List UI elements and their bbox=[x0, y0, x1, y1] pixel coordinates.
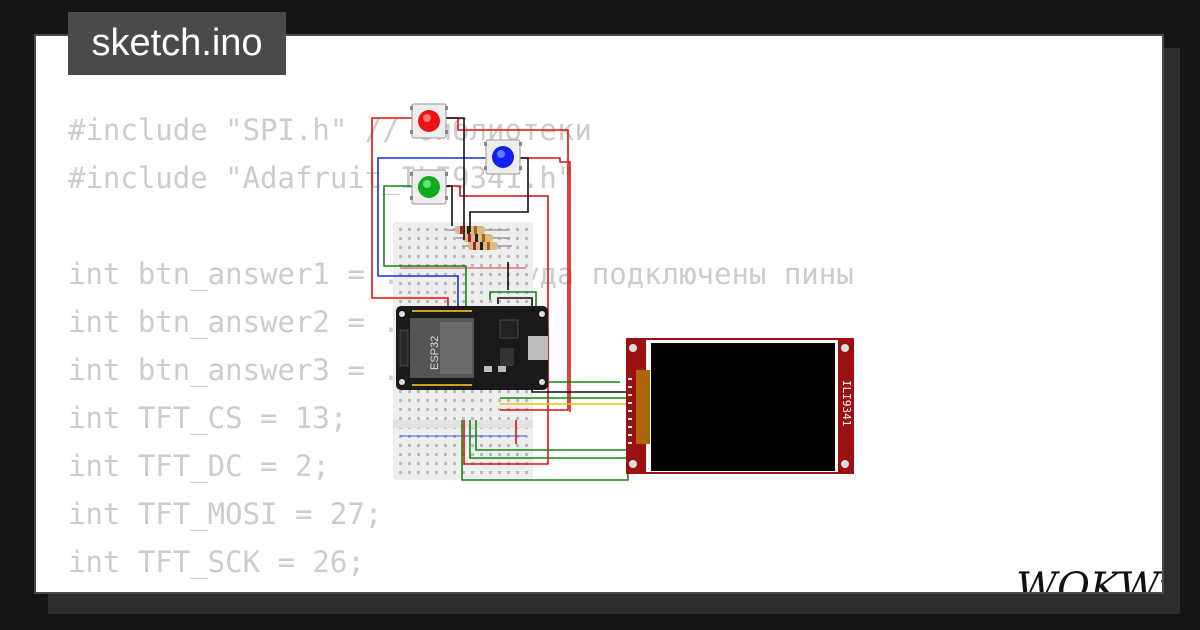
brand-name: WOKWi bbox=[1016, 565, 1164, 594]
esp32-board[interactable]: ESP32 bbox=[396, 306, 548, 390]
push-button-green[interactable] bbox=[410, 169, 448, 205]
esp32-label: ESP32 bbox=[429, 336, 441, 370]
tft-display-ili9341[interactable]: ILI9341 bbox=[626, 338, 854, 474]
tft-screen bbox=[651, 343, 835, 471]
resistor[interactable] bbox=[456, 234, 510, 242]
push-button-red[interactable] bbox=[410, 103, 448, 139]
resistor[interactable] bbox=[462, 242, 512, 250]
code-line-10: int TFT_SCK = 26; bbox=[68, 545, 365, 579]
file-name-tab[interactable]: sketch.ino bbox=[68, 12, 286, 75]
push-button-blue[interactable] bbox=[484, 139, 522, 175]
code-line-7: int TFT_CS = 13; bbox=[68, 401, 348, 435]
tft-label: ILI9341 bbox=[840, 380, 853, 426]
code-line-9: int TFT_MOSI = 27; bbox=[68, 497, 383, 531]
project-preview-card: #include "SPI.h" // библиотеки#include "… bbox=[34, 34, 1164, 594]
code-line-8: int TFT_DC = 2; bbox=[68, 449, 330, 483]
circuit-diagram: ESP32 ILI9341 bbox=[371, 103, 854, 481]
code-line-5: int btn_answer2 = ... bbox=[68, 305, 435, 339]
wokwi-logo[interactable]: WOKWi bbox=[1014, 561, 1164, 594]
